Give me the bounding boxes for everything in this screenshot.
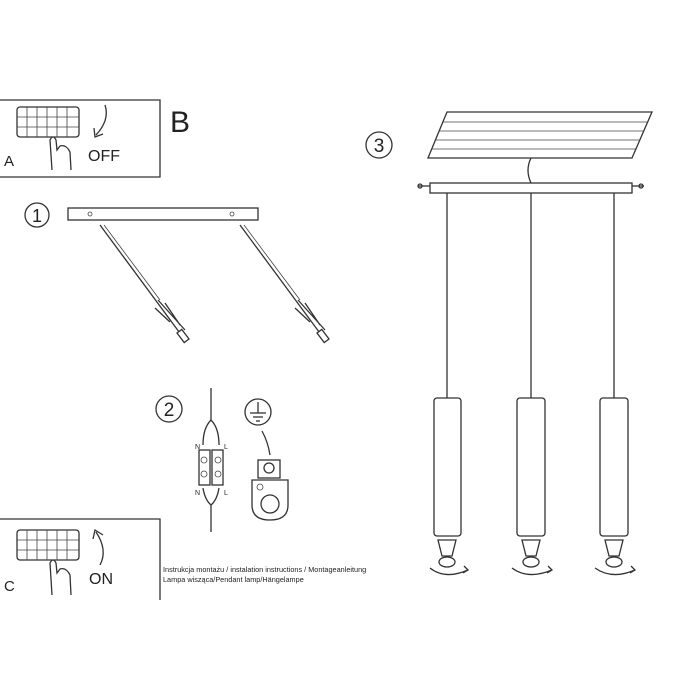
arrow-down-icon: [93, 104, 107, 138]
terminal-label-n-top: N: [195, 444, 200, 451]
step-3-number: 3: [374, 136, 385, 157]
pendant-center: [511, 193, 554, 576]
step-b-label: B: [170, 106, 190, 139]
footer-line-1: Instrukcja montażu / instalation instruc…: [163, 565, 366, 574]
circuit-breaker-icon: [16, 106, 80, 138]
ceiling-plate: [427, 111, 653, 184]
mounting-bar: [67, 207, 259, 221]
footer-line-2: Lampa wisząca/Pendant lamp/Hängelampe: [163, 575, 304, 584]
step-2-wiring: 2 N L N L: [155, 388, 289, 532]
panel-c-action: ON: [89, 571, 113, 588]
step-1-number: 1: [32, 206, 42, 226]
terminal-label-n-bottom: N: [195, 490, 200, 497]
hand-icon: [49, 559, 72, 596]
panel-a-action: OFF: [88, 148, 120, 165]
panel-a-power-off: A OFF: [0, 99, 161, 178]
pendant-right: [594, 193, 637, 576]
terminal-label-l-bottom: L: [224, 490, 228, 497]
canopy-bar: [417, 182, 644, 194]
ground-symbol-icon: [244, 398, 272, 426]
step-3-assembled-lamp: 3: [365, 111, 653, 576]
terminal-block: [198, 388, 224, 532]
arrow-up-icon: [92, 528, 104, 566]
step-2-number: 2: [164, 400, 175, 421]
panel-c-label: C: [4, 578, 15, 595]
panel-a-label: A: [4, 153, 14, 170]
pendant-left: [429, 193, 470, 576]
step-1-mounting: 1: [24, 202, 330, 344]
screw-anchor-right: [239, 224, 330, 344]
hand-icon: [49, 136, 72, 171]
panel-c-power-on: C ON: [0, 518, 161, 600]
circuit-breaker-icon: [16, 529, 80, 561]
ground-terminal: [251, 459, 289, 521]
screw-anchor-left: [99, 224, 190, 344]
terminal-label-l-top: L: [224, 444, 228, 451]
